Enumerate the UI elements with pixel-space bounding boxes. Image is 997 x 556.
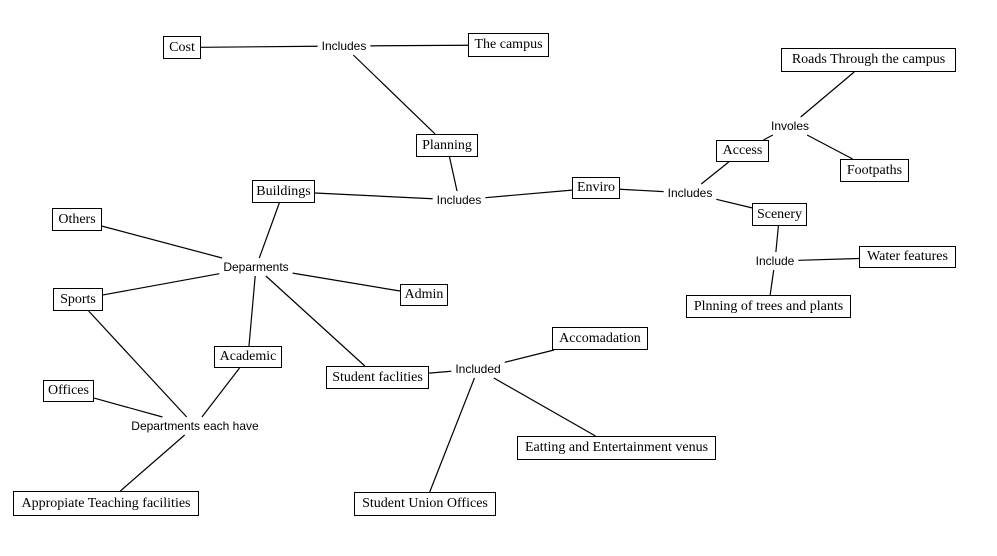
connection-enviro-to-includes-right bbox=[619, 188, 664, 193]
linker-includes-right[interactable]: Includes bbox=[665, 186, 715, 200]
connection-included-to-student-union bbox=[429, 377, 476, 493]
concept-scenery[interactable]: Scenery bbox=[752, 203, 807, 226]
connection-includes-top-to-the-campus bbox=[370, 44, 469, 47]
linker-departments-each-have[interactable]: Departments each have bbox=[129, 419, 261, 433]
connection-sports-to-departments-each-have bbox=[88, 310, 188, 418]
linker-deparments[interactable]: Deparments bbox=[221, 260, 291, 274]
linker-includes-top[interactable]: Includes bbox=[319, 39, 369, 53]
concept-footpaths[interactable]: Footpaths bbox=[840, 159, 909, 182]
connection-buildings-to-deparments bbox=[258, 202, 280, 259]
concept-accommodation[interactable]: Accomadation bbox=[552, 327, 648, 350]
connection-access-to-involes bbox=[763, 134, 774, 141]
connection-student-faclities-to-included bbox=[428, 370, 452, 374]
connection-includes-center-to-enviro bbox=[485, 189, 573, 199]
concept-water-features[interactable]: Water features bbox=[859, 246, 956, 268]
concept-roads-through-campus[interactable]: Roads Through the campus bbox=[781, 48, 956, 72]
concept-sports[interactable]: Sports bbox=[53, 288, 103, 311]
connection-departments-each-have-to-offices bbox=[93, 397, 163, 418]
connection-deparments-to-sports bbox=[102, 273, 220, 296]
connection-involes-to-footpaths bbox=[806, 134, 853, 160]
connection-deparments-to-student-faclities bbox=[265, 275, 366, 367]
connection-includes-top-to-planning bbox=[352, 54, 436, 135]
concept-student-facilities[interactable]: Student faclities bbox=[326, 366, 429, 389]
connection-include-to-water-features bbox=[798, 257, 860, 261]
concept-eating-entertainment-venues[interactable]: Eatting and Entertainment venus bbox=[517, 436, 716, 460]
connection-scenery-to-include bbox=[775, 225, 779, 253]
connection-includes-right-to-scenery bbox=[716, 198, 753, 209]
concept-offices[interactable]: Offices bbox=[43, 380, 94, 402]
connection-buildings-to-includes-center bbox=[314, 192, 433, 200]
concept-admin[interactable]: Admin bbox=[400, 284, 448, 306]
concept-appropriate-teaching-facilities[interactable]: Appropiate Teaching facilities bbox=[13, 491, 199, 516]
connection-includes-right-to-access bbox=[700, 161, 730, 185]
connection-planning-to-includes-center bbox=[448, 156, 458, 192]
connection-deparments-to-academic bbox=[248, 275, 256, 347]
linker-include[interactable]: Include bbox=[753, 254, 797, 268]
connection-deparments-to-admin bbox=[292, 272, 401, 292]
concept-buildings[interactable]: Buildings bbox=[252, 180, 315, 203]
concept-others[interactable]: Others bbox=[52, 208, 102, 231]
connection-departments-each-have-to-appropiate-teaching bbox=[119, 434, 186, 492]
connection-include-to-plnning-trees bbox=[769, 269, 775, 296]
concept-planning-trees-plants[interactable]: Plnning of trees and plants bbox=[686, 295, 851, 318]
connection-included-to-accomadation bbox=[504, 349, 555, 363]
concept-access[interactable]: Access bbox=[716, 140, 769, 162]
concept-academic[interactable]: Academic bbox=[214, 346, 282, 368]
concept-enviro[interactable]: Enviro bbox=[572, 177, 620, 199]
concept-cost[interactable]: Cost bbox=[163, 36, 201, 59]
connection-deparments-to-others bbox=[101, 225, 223, 259]
linker-included[interactable]: Included bbox=[453, 362, 503, 376]
linker-includes-center[interactable]: Includes bbox=[434, 193, 484, 207]
linker-involes[interactable]: Involes bbox=[768, 119, 812, 133]
connection-included-to-eatting bbox=[493, 377, 596, 437]
concept-planning[interactable]: Planning bbox=[416, 134, 478, 157]
connection-involes-to-roads bbox=[800, 71, 855, 118]
connection-cost-to-includes-top bbox=[200, 45, 318, 48]
concept-student-union-offices[interactable]: Student Union Offices bbox=[354, 492, 496, 516]
concept-the-campus[interactable]: The campus bbox=[468, 33, 549, 57]
connection-academic-to-departments-each-have bbox=[201, 367, 241, 418]
